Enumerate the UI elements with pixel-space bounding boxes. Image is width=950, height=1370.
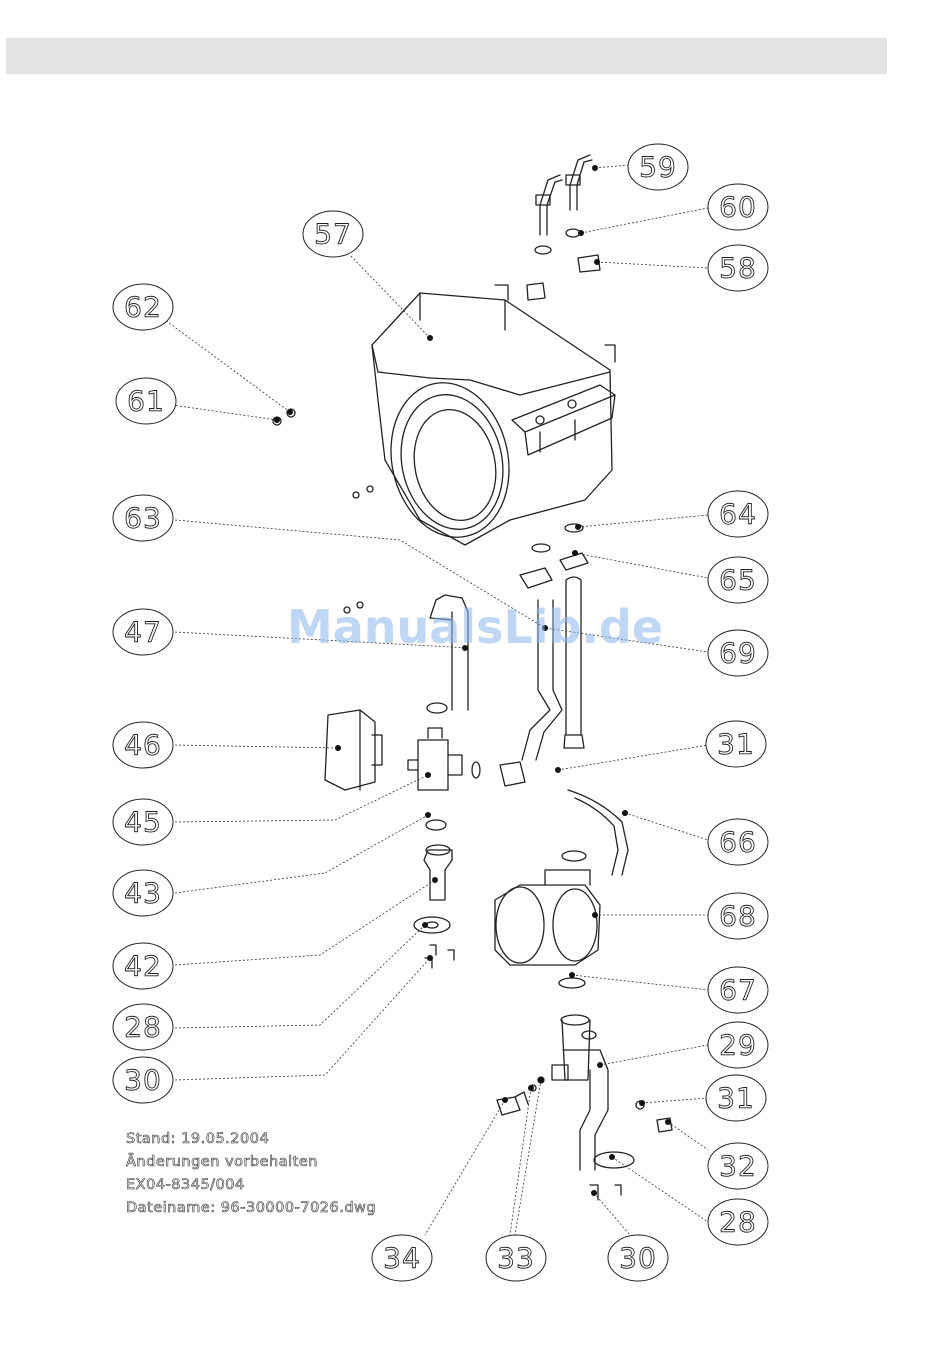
circulation-pump-part — [495, 870, 600, 988]
callout-57: 57 — [303, 211, 363, 257]
svg-text:60: 60 — [719, 191, 757, 224]
stamp-note: Änderungen vorbehalten — [126, 1151, 376, 1174]
callout-68: 68 — [708, 893, 768, 939]
flange-part — [414, 845, 454, 968]
callout-28b: 28 — [708, 1199, 768, 1245]
svg-text:59: 59 — [639, 151, 677, 184]
svg-text:34: 34 — [383, 1242, 421, 1275]
callout-31b: 31 — [706, 1075, 766, 1121]
small-nuts-part — [273, 409, 373, 613]
watermark: ManualsLib.de — [0, 600, 950, 654]
svg-text:31: 31 — [717, 1082, 755, 1115]
svg-text:58: 58 — [719, 252, 757, 285]
callout-28: 28 — [113, 1004, 173, 1050]
flex-hose-part — [562, 790, 628, 875]
callout-30: 30 — [113, 1057, 173, 1103]
callout-66: 66 — [708, 819, 768, 865]
callout-61: 61 — [116, 378, 176, 424]
svg-text:43: 43 — [124, 877, 162, 910]
valve-assembly-part — [325, 710, 480, 830]
svg-text:32: 32 — [719, 1150, 757, 1183]
callout-59: 59 — [628, 144, 688, 190]
leader-lines — [165, 165, 708, 1235]
stamp-date: Stand: 19.05.2004 — [126, 1128, 376, 1151]
callout-42: 42 — [113, 943, 173, 989]
svg-text:62: 62 — [124, 291, 162, 324]
svg-text:28: 28 — [124, 1011, 162, 1044]
lower-fittings-part — [497, 1015, 672, 1200]
svg-text:66: 66 — [719, 826, 757, 859]
callout-43: 43 — [113, 870, 173, 916]
callout-62: 62 — [113, 284, 173, 330]
sensor-tubes-part — [527, 155, 600, 300]
callout-31: 31 — [706, 721, 766, 767]
stamp-filename: Dateiname: 96-30000-7026.dwg — [126, 1197, 376, 1220]
callout-46: 46 — [113, 722, 173, 768]
svg-text:64: 64 — [719, 498, 757, 531]
callout-65: 65 — [708, 557, 768, 603]
svg-text:33: 33 — [497, 1242, 535, 1275]
svg-text:61: 61 — [127, 385, 165, 418]
svg-text:65: 65 — [719, 564, 757, 597]
callout-64: 64 — [708, 491, 768, 537]
drawing-stamp: Stand: 19.05.2004 Änderungen vorbehalten… — [126, 1128, 376, 1220]
svg-text:67: 67 — [719, 974, 757, 1007]
leader-dots — [274, 165, 671, 1196]
svg-text:46: 46 — [124, 729, 162, 762]
svg-text:28: 28 — [719, 1206, 757, 1239]
callout-30b: 30 — [608, 1235, 668, 1281]
callout-29: 29 — [708, 1022, 768, 1068]
svg-text:30: 30 — [619, 1242, 657, 1275]
callout-33: 33 — [486, 1235, 546, 1281]
svg-text:63: 63 — [124, 502, 162, 535]
callout-45: 45 — [113, 799, 173, 845]
callout-63: 63 — [113, 495, 173, 541]
svg-text:57: 57 — [314, 218, 352, 251]
svg-text:42: 42 — [124, 950, 162, 983]
callout-60: 60 — [708, 184, 768, 230]
svg-text:31: 31 — [717, 728, 755, 761]
stamp-doc-number: EX04-8345/004 — [126, 1174, 376, 1197]
pipes-part — [427, 524, 588, 786]
callout-67: 67 — [708, 967, 768, 1013]
callout-58: 58 — [708, 245, 768, 291]
svg-text:45: 45 — [124, 806, 162, 839]
svg-text:68: 68 — [719, 900, 757, 933]
callout-34: 34 — [372, 1235, 432, 1281]
svg-text:30: 30 — [124, 1064, 162, 1097]
svg-text:29: 29 — [719, 1029, 757, 1062]
heat-exchanger-part — [372, 285, 615, 548]
callout-32: 32 — [708, 1143, 768, 1189]
